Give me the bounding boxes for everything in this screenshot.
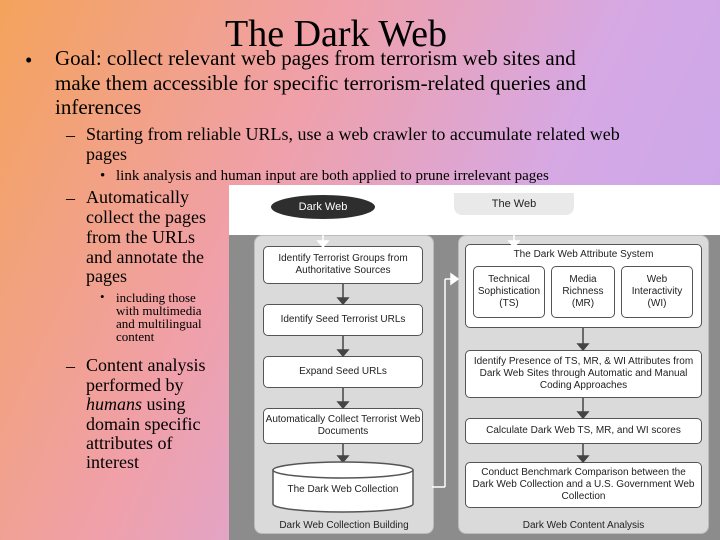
crawler-text-line1: Starting from reliable URLs, use a web c…	[86, 124, 620, 144]
dark-web-diagram: Dark Web The Web Identify Terrorist Grou…	[229, 185, 720, 540]
using-word: using	[146, 394, 186, 414]
collection-building-panel: Identify Terrorist Groups from Authorita…	[254, 235, 434, 534]
collect-text-line3: from the URLs	[86, 227, 195, 247]
attribute-mr: Media Richness (MR)	[551, 266, 615, 318]
collection-building-caption: Dark Web Collection Building	[279, 520, 409, 531]
content-analysis-line1: Content analysis	[86, 355, 206, 375]
step-expand-urls: Expand Seed URLs	[263, 356, 423, 388]
multimedia-note-line1: including those	[116, 290, 196, 305]
goal-text-line1: Goal: collect relevant web pages from te…	[55, 46, 576, 70]
bullet-marker: •	[100, 168, 106, 184]
collection-cylinder-icon	[272, 461, 414, 513]
attribute-ts-line1: Technical	[488, 274, 530, 285]
diagram-banner: Dark Web The Web	[229, 185, 720, 235]
dash-marker: –	[66, 125, 75, 145]
content-analysis-line3: humans using	[86, 395, 186, 414]
multimedia-note-line4: content	[116, 329, 155, 344]
content-analysis-panel: The Dark Web Attribute System Technical …	[458, 235, 709, 534]
attribute-ts-line3: (TS)	[499, 298, 519, 309]
link-analysis-note: link analysis and human input are both a…	[116, 168, 549, 184]
attribute-mr-line1: Media	[569, 274, 597, 285]
step-identify-attributes: Identify Presence of TS, MR, & WI Attrib…	[465, 350, 702, 398]
content-analysis-line5: attributes of	[86, 433, 173, 453]
dash-marker: –	[66, 188, 75, 208]
slide-title: The Dark Web	[225, 13, 448, 55]
dark-web-collection-label: The Dark Web Collection	[287, 484, 399, 495]
goal-text-line3: inferences	[55, 95, 142, 119]
humans-emphasis: humans	[86, 394, 143, 414]
attribute-wi-line1: Web	[646, 274, 668, 285]
attribute-system-title: The Dark Web Attribute System	[513, 249, 654, 260]
goal-text-line2: make them accessible for specific terror…	[55, 71, 587, 95]
attribute-mr-line2: Richness	[562, 286, 604, 297]
left-flow-arrows	[272, 284, 414, 513]
step-identify-groups: Identify Terrorist Groups from Authorita…	[263, 246, 423, 284]
connector-arrows	[316, 215, 521, 488]
attribute-ts: Technical Sophistication (TS)	[473, 266, 545, 318]
content-analysis-line4: domain specific	[86, 414, 201, 434]
step-benchmark-comparison: Conduct Benchmark Comparison between the…	[465, 462, 702, 508]
attribute-ts-line2: Sophistication	[477, 286, 541, 297]
dark-web-cloud: Dark Web	[271, 195, 375, 219]
right-flow-arrows	[576, 328, 590, 464]
content-analysis-line2: performed by	[86, 375, 184, 395]
multimedia-note-line3: and multilingual	[116, 316, 202, 331]
multimedia-note-line2: with multimedia	[116, 303, 202, 318]
attribute-wi-line2: Interactivity	[631, 286, 683, 297]
dash-marker: –	[66, 356, 75, 376]
crawler-text-line2: pages	[86, 144, 127, 164]
attribute-wi: Web Interactivity (WI)	[621, 266, 693, 318]
content-analysis-line6: interest	[86, 452, 139, 472]
collect-text-line2: collect the pages	[86, 207, 206, 227]
attribute-wi-line3: (WI)	[647, 298, 667, 309]
attribute-mr-line3: (MR)	[571, 298, 595, 309]
bullet-marker: •	[100, 289, 105, 304]
collect-text-line5: pages	[86, 266, 127, 286]
content-analysis-caption: Dark Web Content Analysis	[522, 520, 645, 531]
the-web-label: The Web	[454, 193, 574, 215]
bullet-marker: •	[25, 48, 33, 72]
collect-text-line1: Automatically	[86, 187, 189, 207]
collect-text-line4: and annotate the	[86, 247, 204, 267]
step-seed-urls: Identify Seed Terrorist URLs	[263, 304, 423, 336]
